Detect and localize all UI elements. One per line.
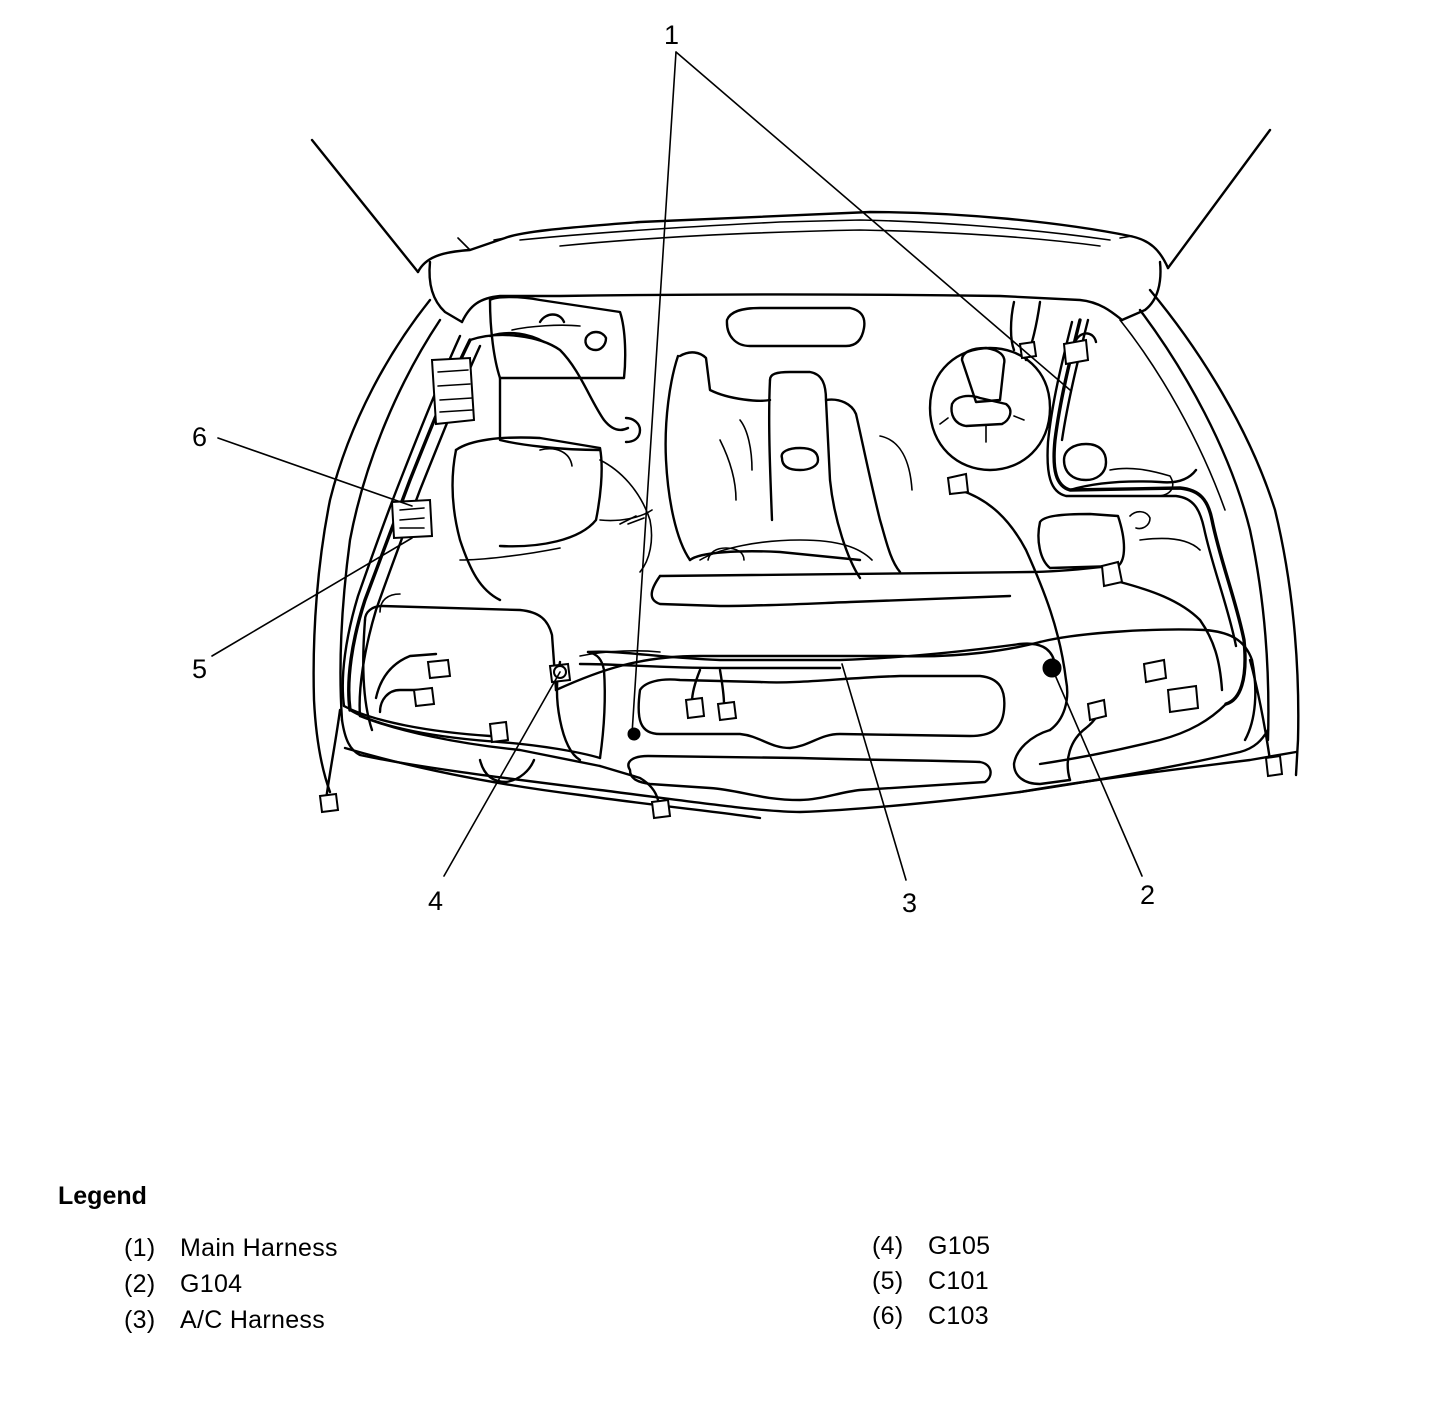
legend-item-number: (3) — [124, 1306, 156, 1334]
callout-4: 4 — [428, 886, 443, 916]
right-components — [928, 346, 1201, 570]
legend-item-number: (5) — [872, 1267, 904, 1295]
legend-item-label: C103 — [928, 1302, 989, 1330]
legend-item-3: (3) A/C Harness — [124, 1306, 325, 1335]
leader-line-5 — [211, 537, 413, 657]
leader-line-6 — [217, 437, 413, 507]
leader-line-2 — [1051, 667, 1143, 877]
callout-2: 2 — [1140, 880, 1155, 910]
ac-harness — [958, 300, 1272, 786]
legend-item-4: (4) G105 — [872, 1232, 990, 1261]
legend-item-label: A/C Harness — [180, 1306, 326, 1334]
legend-item-label: G104 — [180, 1270, 243, 1298]
legend-item-6: (6) C103 — [872, 1302, 989, 1331]
leader-line-1b — [675, 51, 1071, 391]
legend-item-number: (4) — [872, 1232, 904, 1260]
callout-numbers: 1 2 3 4 5 6 — [192, 20, 1155, 918]
leader-line-3 — [841, 663, 907, 881]
callout-1: 1 — [664, 20, 679, 50]
legend-item-2: (2) G104 — [124, 1270, 242, 1299]
legend-item-5: (5) C101 — [872, 1267, 989, 1296]
hood-outline — [310, 128, 1272, 324]
legend-item-label: C101 — [928, 1267, 989, 1295]
ground-points — [553, 658, 1062, 741]
legend-item-1: (1) Main Harness — [124, 1234, 338, 1263]
legend-title: Legend — [58, 1182, 147, 1210]
legend-item-number: (6) — [872, 1302, 904, 1330]
engine-block — [599, 306, 1112, 608]
legend-item-number: (2) — [124, 1270, 156, 1298]
front-harness — [555, 642, 1056, 762]
main-harness-ground-point — [627, 727, 641, 741]
legend-item-number: (1) — [124, 1234, 156, 1262]
callout-3: 3 — [902, 888, 917, 918]
legend-item-label: G105 — [928, 1232, 991, 1260]
engine-compartment-harness-diagram: 1 2 3 4 5 6 — [192, 20, 1300, 918]
connectors — [318, 338, 1284, 820]
leader-lines — [211, 51, 1143, 881]
battery-area — [451, 295, 627, 602]
front-panel — [362, 593, 1257, 802]
leader-line-4 — [443, 671, 561, 877]
legend-item-label: Main Harness — [180, 1234, 338, 1262]
callout-6: 6 — [192, 422, 207, 452]
leader-line-1a — [631, 51, 677, 735]
callout-5: 5 — [192, 654, 207, 684]
body-outline — [312, 288, 1300, 820]
